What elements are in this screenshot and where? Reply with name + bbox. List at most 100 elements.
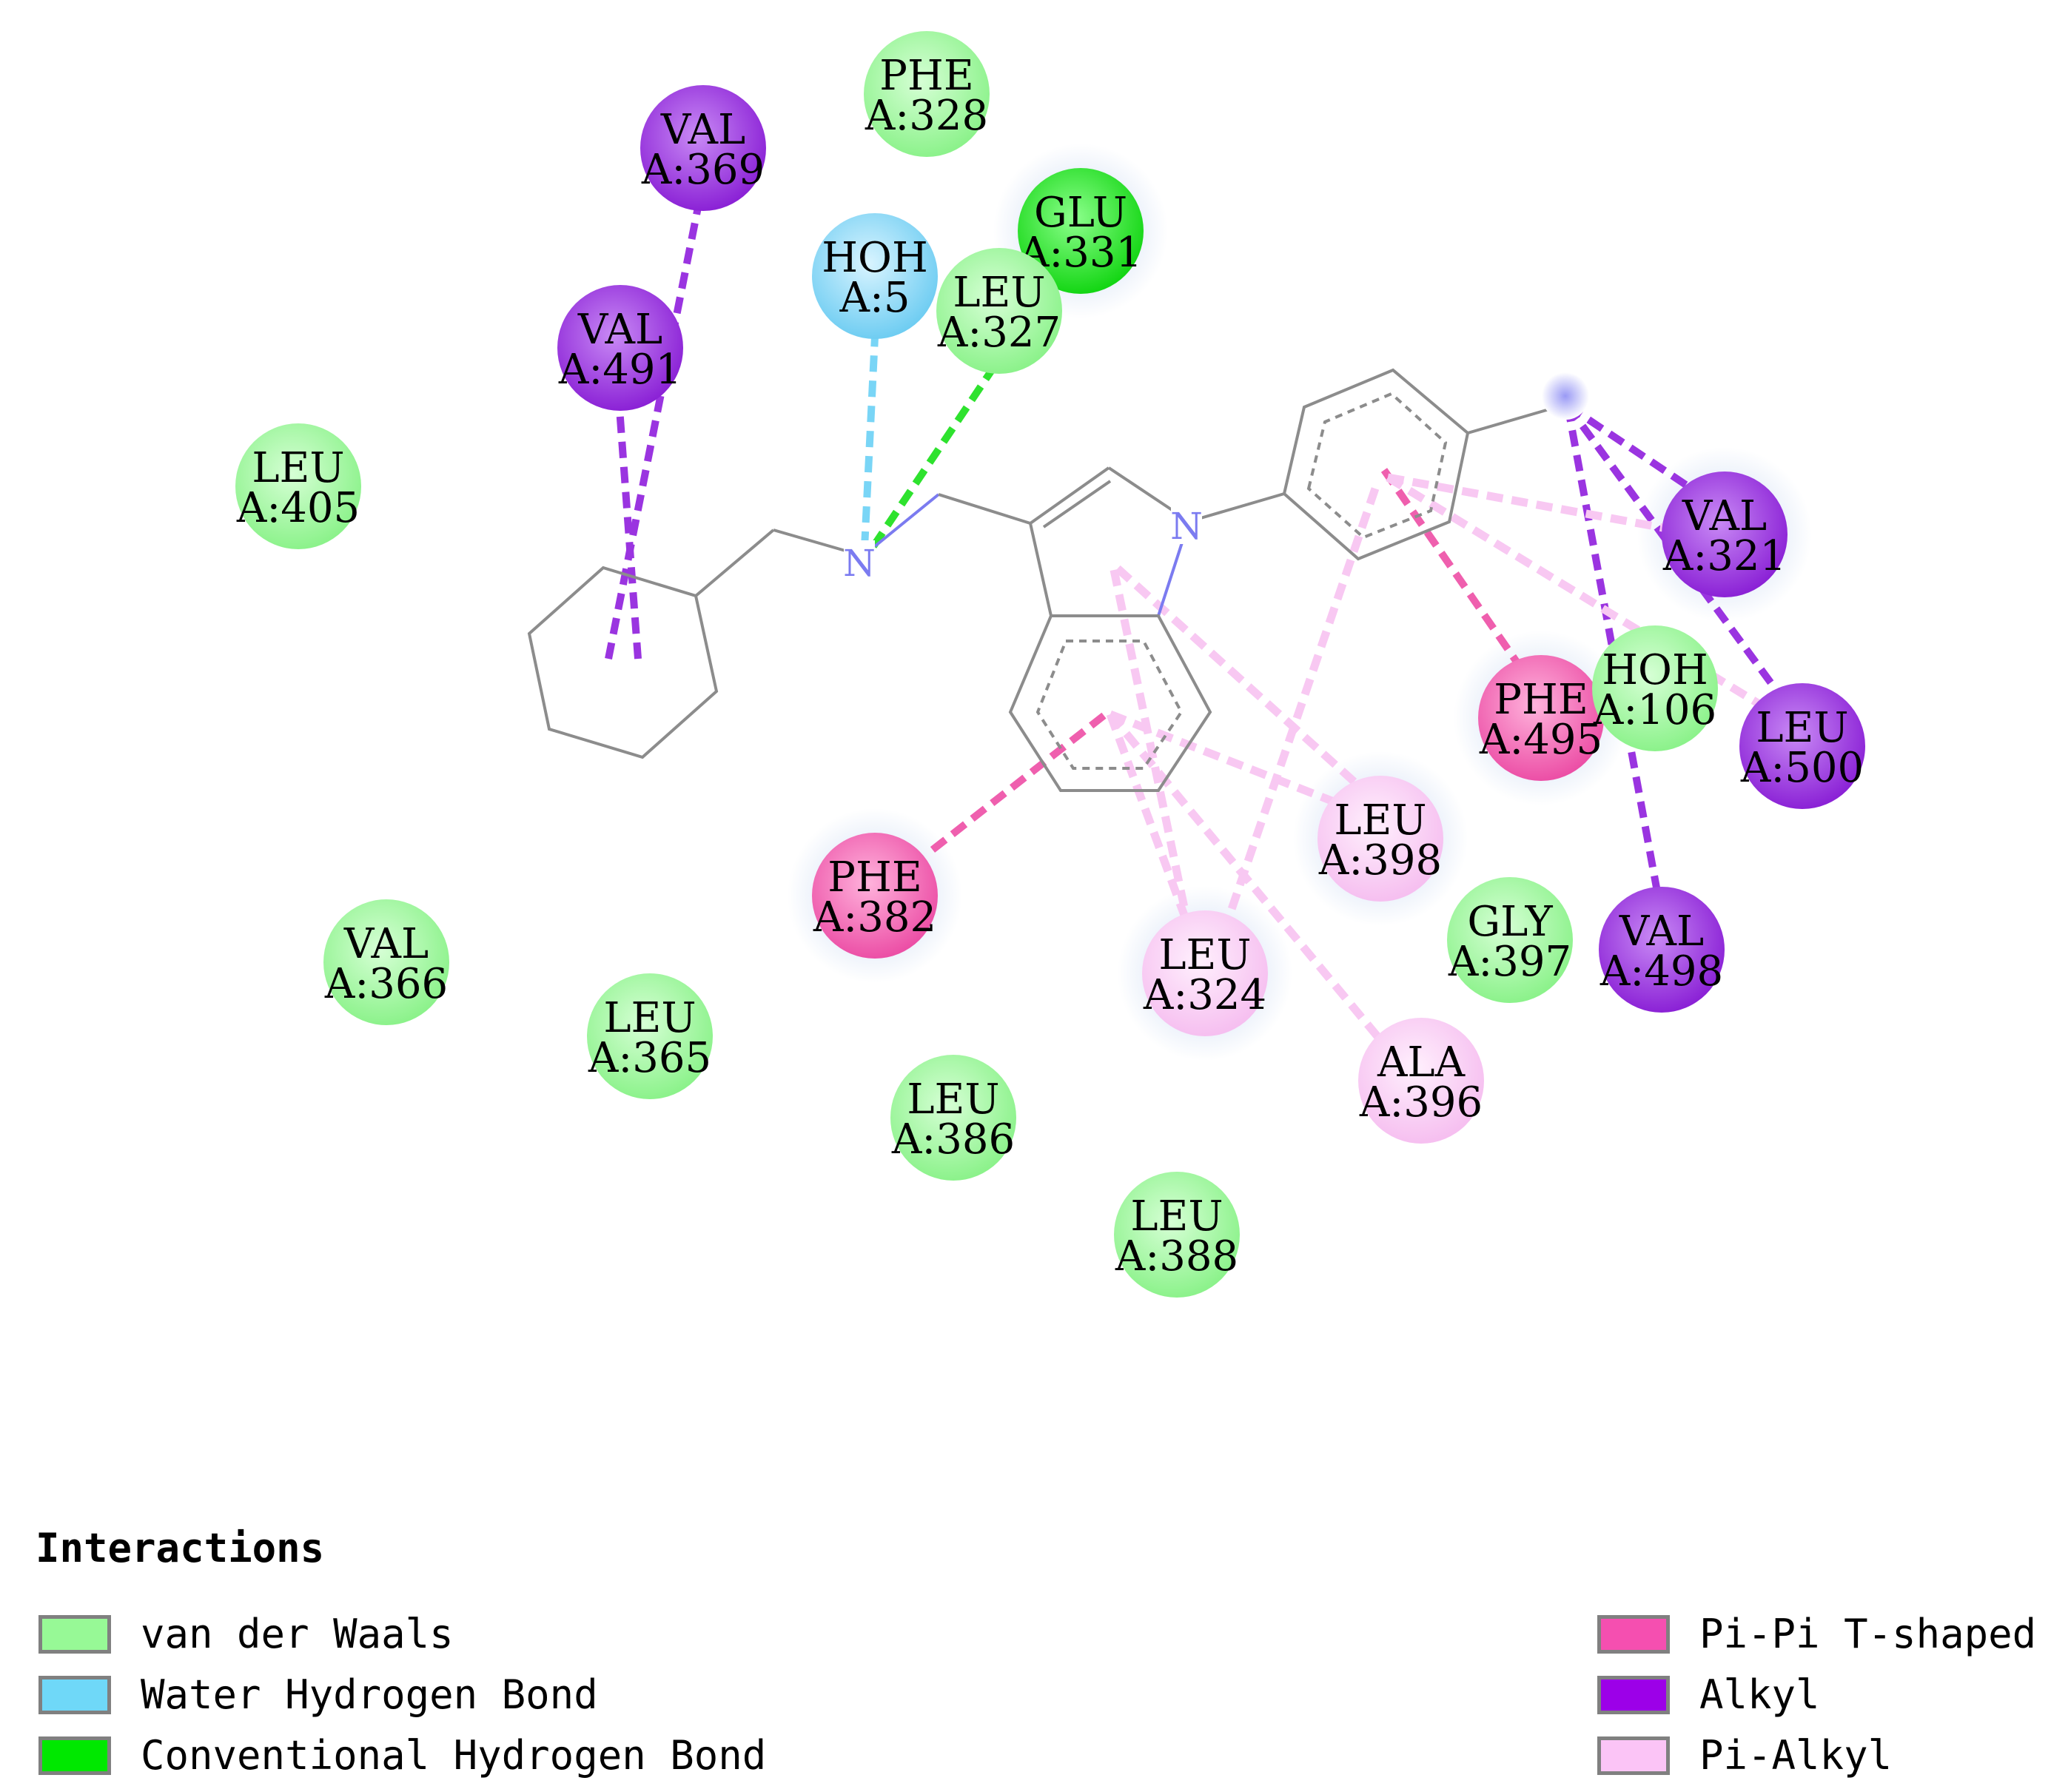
residue-position: A:491 [558, 346, 682, 394]
residue-disc [1142, 910, 1268, 1036]
residue-name: HOH [822, 234, 928, 282]
residue-name: PHE [879, 52, 973, 100]
label-bg [1171, 503, 1202, 544]
residue-position: A:498 [1599, 947, 1723, 996]
legend-item-hbond: Conventional Hydrogen Bond [38, 1732, 766, 1779]
interaction-line-pialkyl [1110, 568, 1192, 927]
legend-title: Interactions [36, 1525, 325, 1571]
residue-position: A:366 [324, 960, 448, 1008]
interaction-line-pialkyl [1387, 473, 1692, 537]
legend-swatch [38, 1614, 111, 1654]
interaction-line-alkyl [605, 188, 705, 660]
interaction-line-pipi [1380, 468, 1528, 676]
residue-disc [1739, 683, 1865, 809]
residue-name: HOH [1602, 646, 1708, 694]
residue-disc [323, 899, 449, 1025]
bond [1200, 492, 1285, 520]
legend-swatch [1597, 1736, 1670, 1775]
residue-position: A:365 [588, 1034, 711, 1082]
residue-name: PHE [1494, 676, 1588, 724]
residue-name: VAL [1682, 492, 1767, 540]
bond [1467, 404, 1562, 434]
residue-name: LEU [953, 269, 1045, 317]
residue-name: LEU [1334, 796, 1426, 845]
legend-swatch [1597, 1675, 1670, 1714]
residue-position: A:327 [937, 309, 1061, 357]
interaction-line-alkyl [614, 388, 642, 660]
interaction-line-hbond [870, 368, 996, 548]
residue-disc [1592, 625, 1718, 751]
residue-disc [890, 1055, 1016, 1181]
residue-disc [1317, 776, 1443, 902]
phenyl-ring [1282, 368, 1470, 561]
residue-position: A:495 [1479, 716, 1602, 764]
residue-disc [1662, 472, 1788, 597]
legend-label: Alkyl [1699, 1671, 1820, 1718]
residue-disc [640, 85, 766, 211]
residue-name: VAL [660, 106, 745, 154]
legend-swatch [38, 1736, 111, 1775]
residue-name: LEU [1158, 931, 1251, 979]
ligand-structure: N N [527, 368, 1589, 792]
indole-nitrogen: N [1170, 505, 1203, 548]
indole-benzene-ring [1008, 614, 1212, 792]
residue-name: PHE [828, 853, 922, 902]
interaction-line-pialkyl [1108, 710, 1349, 811]
legend-swatch [1597, 1614, 1670, 1654]
residue-name: VAL [577, 306, 662, 354]
residue-position: A:386 [891, 1115, 1015, 1164]
residue-position: A:388 [1115, 1232, 1238, 1281]
residue-position: A:396 [1359, 1078, 1483, 1127]
bond [1029, 466, 1110, 525]
interaction-line-pialkyl [1106, 713, 1192, 927]
interaction-line-pialkyl [1107, 711, 1384, 1043]
methyl-group [1542, 372, 1589, 420]
residue-position: A:405 [236, 484, 360, 532]
bond [938, 493, 1031, 525]
bond [873, 493, 940, 548]
residue-position: A:500 [1740, 744, 1864, 792]
legend-label: van der Waals [141, 1611, 454, 1657]
legend-label: Pi-Alkyl [1699, 1732, 1893, 1779]
residue-name: ALA [1377, 1038, 1466, 1087]
bond [773, 528, 846, 552]
residue-position: A:321 [1662, 532, 1786, 580]
amine-nitrogen: N [843, 542, 876, 585]
residue-position: A:369 [641, 146, 765, 194]
aromatic-circle [1035, 640, 1184, 770]
residue-position: A:382 [813, 893, 936, 942]
residue-disc [1447, 877, 1573, 1003]
residue-disc [587, 973, 713, 1099]
legend-item-pipi: Pi-Pi T-shaped [1597, 1611, 2036, 1657]
interaction-line-pialkyl [1115, 565, 1369, 796]
legend-item-alkyl: Alkyl [1597, 1671, 1820, 1718]
interaction-line-water [861, 336, 879, 548]
interaction-line-alkyl [1564, 405, 1662, 896]
aromatic-circle [1306, 392, 1448, 540]
residue-name: VAL [1619, 907, 1704, 956]
legend-label: Water Hydrogen Bond [141, 1671, 598, 1718]
bond [694, 528, 775, 597]
residue-position: A:324 [1143, 971, 1266, 1019]
residue-name: LEU [1756, 704, 1848, 752]
residue-position: A:397 [1448, 938, 1571, 986]
legend-item-water: Water Hydrogen Bond [38, 1671, 598, 1718]
label-bg [844, 540, 875, 581]
